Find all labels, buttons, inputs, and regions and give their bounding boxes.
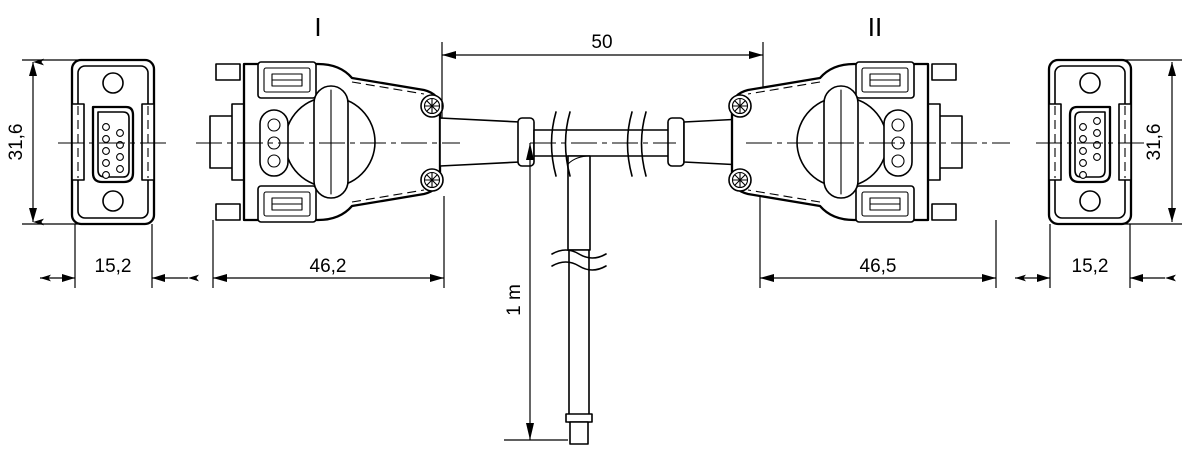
right-hood-hidden-top [747, 81, 821, 95]
right-hood-clamp-bottom [855, 185, 915, 223]
dim-label-right-face-height: 31,6 [1144, 124, 1165, 161]
t-junction-stub [567, 155, 591, 251]
left-strain-relief [439, 117, 521, 167]
left-connector-hood-view [209, 61, 445, 288]
cable-break-right [626, 111, 647, 177]
dim-label-cable-span: 50 [591, 32, 612, 53]
right-hood-post-top [931, 63, 957, 81]
dim-label-left-hood-length: 46,2 [310, 256, 347, 277]
dimension-right-face-width: 15,2 [1015, 256, 1176, 282]
t-junction-fillet [567, 155, 591, 165]
dimension-drop-cable-length: 1 m [504, 143, 568, 441]
left-face-pins [102, 123, 124, 179]
cable-break-left [550, 111, 571, 177]
left-hood-hidden-top [351, 81, 425, 95]
right-sleeve-collar [667, 117, 685, 167]
right-face-screwhole-top [1079, 72, 1101, 94]
dim-label-drop-cable-length: 1 m [504, 284, 525, 316]
connector-2-label: II [868, 12, 882, 42]
drop-cable-break [551, 249, 607, 271]
dim-label-left-face-height: 31,6 [6, 124, 27, 161]
left-face-screwhole-top [102, 72, 124, 94]
right-face-screwhole-bottom [1079, 190, 1101, 212]
right-hood-clamp-top [855, 61, 915, 99]
dimension-left-face-width: 15,2 [40, 256, 199, 282]
dim-label-left-face-width: 15,2 [95, 256, 132, 277]
dimension-right-hood-length: 46,5 [760, 256, 996, 282]
dim-label-right-hood-length: 46,5 [860, 256, 897, 277]
drop-cable [568, 249, 590, 423]
dim-label-right-face-width: 15,2 [1072, 256, 1109, 277]
drop-cable-ferrule [565, 413, 593, 423]
right-connector-hood-view [728, 61, 963, 223]
left-hood-clamp-top [257, 61, 317, 99]
dimension-left-hood-length: 46,2 [213, 256, 444, 282]
right-hood-screw-bottom [728, 168, 752, 192]
dimension-cable-span: 50 [441, 32, 764, 118]
left-hood-clamp-bottom [257, 185, 317, 223]
right-hood-screw-top [728, 94, 752, 118]
left-face-screwhole-bottom [102, 190, 124, 212]
right-hood-post-bottom [931, 203, 957, 221]
dimension-right-face-height: 31,6 [1144, 62, 1176, 222]
connector-1-label: I [314, 12, 321, 42]
right-hood-hidden-bottom [747, 189, 821, 203]
left-hood-post-bottom [215, 203, 241, 221]
left-hood-screw-bottom [420, 168, 444, 192]
left-hood-post-top [215, 63, 241, 81]
right-face-pins [1079, 117, 1101, 179]
cable-assembly [439, 111, 763, 445]
left-connector-face-view [22, 58, 156, 288]
right-connector-face-view [1047, 58, 1182, 288]
left-face-dshell-inner [97, 111, 130, 178]
drop-cable-tail [569, 421, 589, 445]
left-hood-hidden-bottom [351, 189, 425, 203]
left-hood-screw-top [420, 94, 444, 118]
dimension-left-face-height: 31,6 [6, 58, 44, 226]
